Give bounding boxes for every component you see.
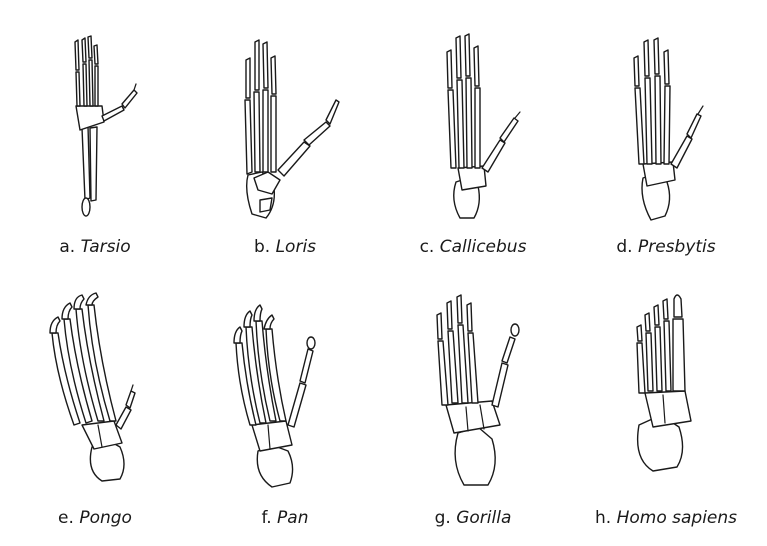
panel-pongo: e. Pongo [10, 275, 180, 545]
caption-species: Callicebus [439, 237, 527, 257]
presbytis-foot-skeleton-icon [633, 37, 704, 221]
panel-homo-sapiens: h. Homo sapiens [581, 275, 751, 545]
panel-callicebus: c. Callicebus [388, 0, 558, 270]
caption-species: Tarsio [80, 237, 131, 257]
panel-pan: f. Pan [200, 275, 370, 545]
caption-species: Loris [275, 237, 317, 257]
caption-letter: c. [419, 237, 435, 257]
caption-species: Gorilla [456, 508, 512, 528]
caption-letter: f. [261, 508, 272, 528]
caption-pan: f. Pan [200, 508, 370, 528]
caption-gorilla: g. Gorilla [388, 508, 558, 528]
caption-pongo: e. Pongo [10, 508, 180, 528]
caption-species: Pongo [79, 508, 132, 528]
panel-loris: b. Loris [200, 0, 370, 270]
caption-homo-sapiens: h. Homo sapiens [581, 508, 751, 528]
caption-letter: h. [594, 508, 612, 528]
callicebus-foot-skeleton-icon [446, 33, 521, 219]
pan-foot-skeleton-icon [233, 304, 316, 488]
gorilla-foot-skeleton-icon [436, 294, 520, 486]
caption-callicebus: c. Callicebus [388, 237, 558, 257]
caption-tarsio: a. Tarsio [10, 237, 180, 257]
panel-presbytis: d. Presbytis [581, 0, 751, 270]
caption-loris: b. Loris [200, 237, 370, 257]
caption-species: Pan [277, 508, 309, 528]
caption-letter: g. [434, 508, 451, 528]
pongo-foot-skeleton-icon [49, 292, 136, 482]
panel-tarsio: a. Tarsio [10, 0, 180, 270]
caption-letter: d. [616, 237, 633, 257]
caption-letter: a. [59, 237, 76, 257]
caption-species: Homo sapiens [616, 508, 738, 528]
caption-presbytis: d. Presbytis [581, 237, 751, 257]
caption-species: Presbytis [637, 237, 716, 257]
caption-letter: b. [253, 237, 271, 257]
caption-letter: e. [58, 508, 74, 528]
panel-gorilla: g. Gorilla [388, 275, 558, 545]
tarsier-foot-skeleton-icon [74, 35, 138, 217]
loris-foot-skeleton-icon [244, 39, 340, 219]
human-foot-skeleton-icon [636, 294, 692, 472]
